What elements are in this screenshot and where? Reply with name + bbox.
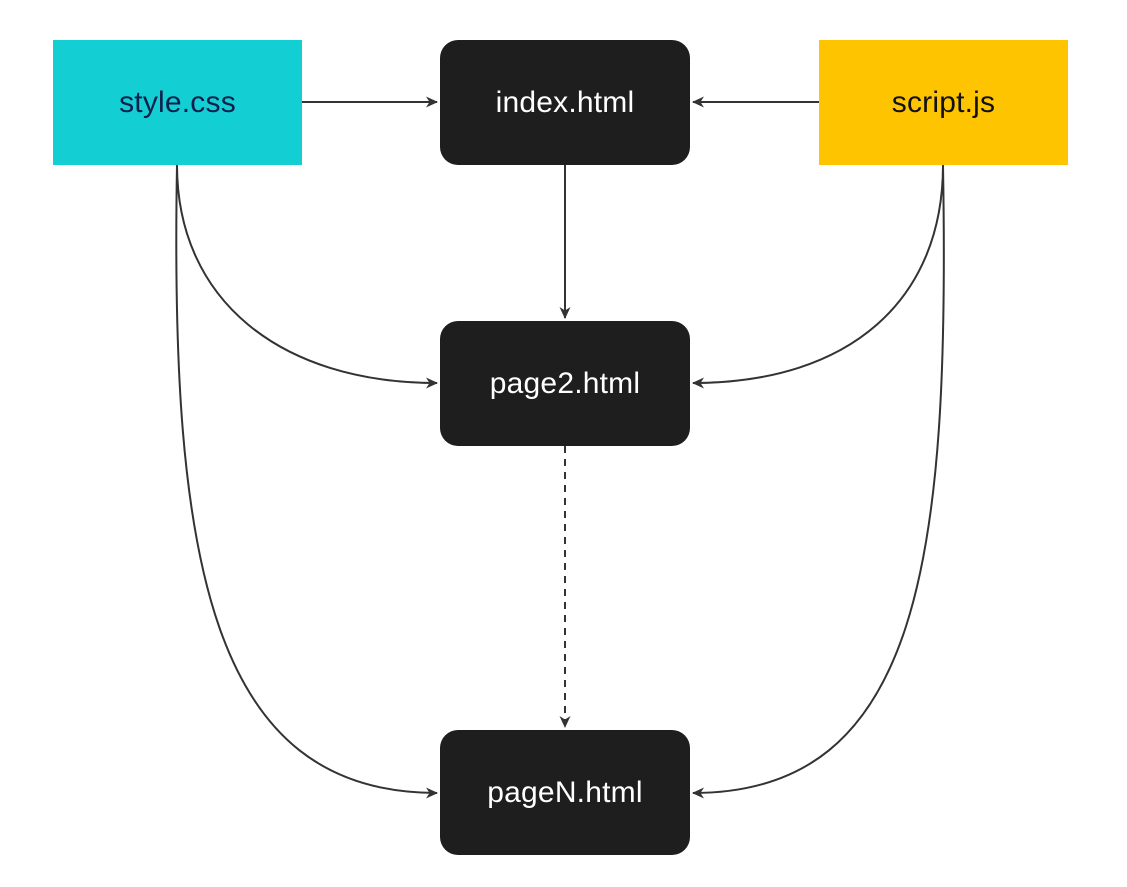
edge-style-to-page2 bbox=[176, 164, 438, 389]
script-js-label: script.js bbox=[891, 85, 996, 119]
pageN-html-label: pageN.html bbox=[487, 775, 643, 809]
pageN-html-node: pageN.html bbox=[440, 730, 690, 855]
script-js-node: script.js bbox=[819, 40, 1068, 165]
index-html-label: index.html bbox=[495, 85, 635, 119]
index-html-node: index.html bbox=[440, 40, 690, 165]
edge-script-to-pageN bbox=[692, 164, 945, 799]
style-css-label: style.css bbox=[119, 85, 236, 119]
page2-html-node: page2.html bbox=[440, 321, 690, 446]
edge-script-to-page2 bbox=[692, 164, 944, 389]
style-css-node: style.css bbox=[53, 40, 302, 165]
page2-html-label: page2.html bbox=[489, 366, 641, 400]
edge-style-to-pageN bbox=[175, 164, 438, 799]
